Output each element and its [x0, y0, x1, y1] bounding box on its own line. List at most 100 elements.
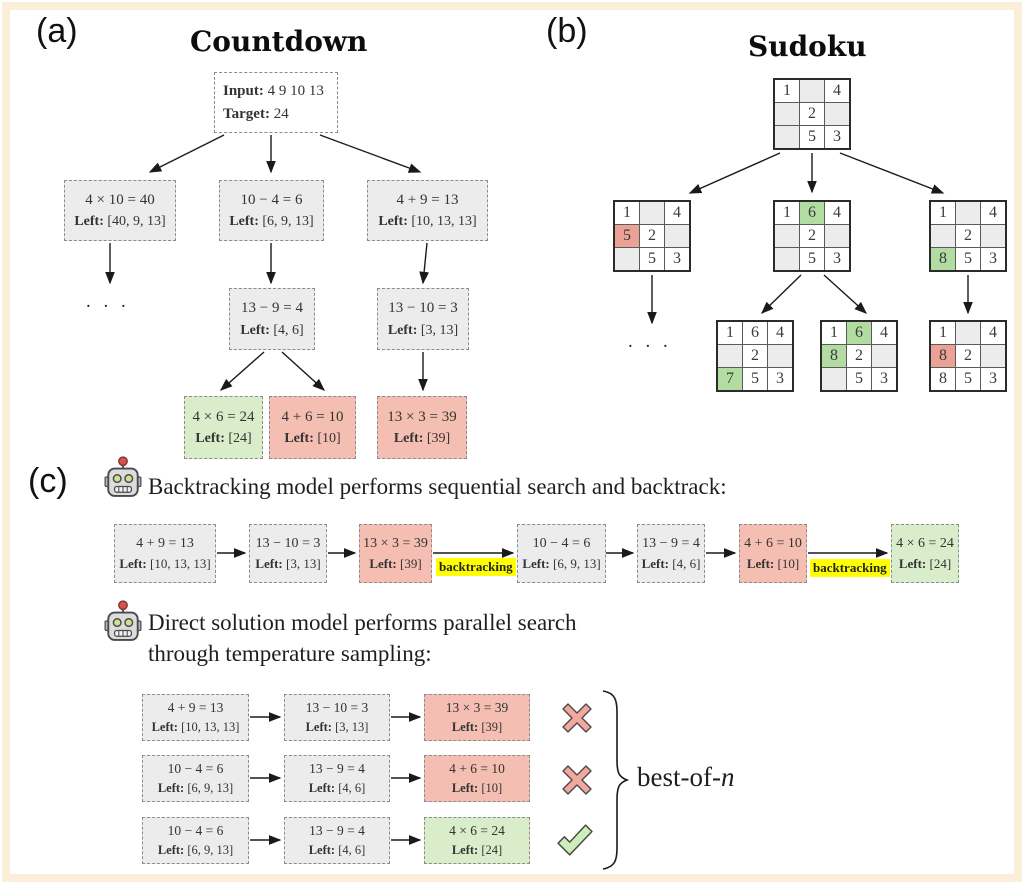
- left-value: [3, 13]: [335, 720, 369, 735]
- sudoku-cell: 4: [768, 322, 792, 344]
- sample-step: 13 − 10 = 3 Left: [3, 13]: [284, 694, 390, 741]
- sudoku-cell: 1: [822, 322, 846, 344]
- node-left-line: Left: [24]: [452, 841, 502, 860]
- node-equation: 4 + 6 = 10: [744, 536, 802, 552]
- node-equation: 4 + 9 = 13: [136, 536, 194, 552]
- node-equation: 4 × 6 = 24: [192, 408, 255, 425]
- left-label: Left:: [746, 556, 775, 572]
- node-left-line: Left: [24]: [899, 554, 951, 574]
- left-label: Left:: [387, 322, 418, 338]
- node-left-line: Left: [6, 9, 13]: [158, 779, 233, 798]
- node-left-line: Left: [24]: [195, 428, 251, 449]
- sudoku-cell: [775, 126, 799, 148]
- sudoku-cell: 3: [825, 248, 849, 270]
- sudoku-cell: 1: [615, 202, 639, 224]
- sudoku-cell: [640, 202, 664, 224]
- arrow: [839, 152, 945, 194]
- sudoku-cell: 1: [775, 202, 799, 224]
- sudoku-cell: 2: [800, 103, 824, 125]
- left-label: Left:: [369, 556, 397, 572]
- node-left-line: Left: [3, 13]: [255, 554, 320, 574]
- sudoku-cell: 5: [956, 368, 980, 390]
- sudoku-cell: 3: [665, 248, 689, 270]
- left-value: [40, 9, 13]: [107, 214, 166, 230]
- robot-icon: [104, 456, 142, 497]
- left-label: Left:: [157, 843, 185, 858]
- node-left-line: Left: [4, 6]: [309, 841, 366, 860]
- node-equation: 10 − 4 = 6: [532, 536, 591, 552]
- left-label: Left:: [522, 556, 550, 572]
- direct-heading-line1: Direct solution model performs parallel …: [148, 610, 577, 635]
- sudoku-cell: 1: [775, 80, 799, 102]
- sudoku-cell: 5: [640, 248, 664, 270]
- direct-heading-line2: through temperature sampling:: [148, 641, 432, 666]
- left-value: [24]: [929, 556, 952, 572]
- brace: [602, 690, 630, 870]
- left-value: [10]: [777, 556, 800, 572]
- sudoku-cell: [931, 225, 955, 247]
- countdown-root-node: Input: 4 9 10 13 Target: 24: [214, 72, 338, 133]
- left-label: Left:: [451, 843, 479, 858]
- left-value: [4, 6]: [273, 322, 304, 338]
- node-equation: 13 − 10 = 3: [305, 700, 369, 715]
- sudoku-cell: 4: [665, 202, 689, 224]
- sudoku-cell: 1: [718, 322, 742, 344]
- left-value: [10]: [481, 781, 503, 796]
- chain-step-success: 4 × 6 = 24 Left: [24]: [891, 524, 959, 583]
- left-label: Left:: [255, 556, 283, 572]
- arrow: [281, 351, 326, 391]
- sudoku-title: Sudoku: [748, 30, 867, 63]
- node-equation: 10 − 4 = 6: [167, 823, 224, 838]
- node-left-line: Left: [39]: [369, 554, 421, 574]
- countdown-node: 4 + 9 = 13 Left: [10, 13, 13]: [367, 180, 488, 241]
- sudoku-cell: [956, 322, 980, 344]
- node-left-line: Left: [6, 9, 13]: [229, 211, 313, 232]
- sudoku-cell: 2: [956, 225, 980, 247]
- sudoku-cell: [981, 345, 1005, 367]
- node-left-line: Left: [6, 9, 13]: [522, 554, 600, 574]
- sample-step-fail: 13 × 3 = 39 Left: [39]: [424, 694, 530, 741]
- sudoku-cell: [825, 225, 849, 247]
- left-label: Left:: [195, 431, 225, 447]
- node-left-line: Left: [39]: [394, 428, 450, 449]
- node-equation: 4 × 10 = 40: [85, 191, 155, 208]
- left-label: Left:: [284, 431, 314, 447]
- left-value: [39]: [481, 720, 503, 735]
- node-left-line: Left: [3, 13]: [306, 718, 369, 737]
- node-left-line: Left: [10]: [284, 428, 340, 449]
- sample-step-success: 4 × 6 = 24 Left: [24]: [424, 817, 530, 864]
- arrow: [760, 274, 802, 314]
- ellipsis: . . .: [628, 331, 672, 352]
- left-value: [6, 9, 13]: [187, 781, 234, 796]
- sample-step: 10 − 4 = 6 Left: [6, 9, 13]: [142, 755, 249, 802]
- sudoku-cell: [775, 248, 799, 270]
- chain-step-fail: 4 + 6 = 10 Left: [10]: [739, 524, 807, 583]
- sudoku-cell: [981, 225, 1005, 247]
- sudoku-cell: 5: [615, 225, 639, 247]
- left-label: Left:: [157, 781, 185, 796]
- node-equation: 10 − 4 = 6: [167, 761, 224, 776]
- sudoku-cell: [615, 248, 639, 270]
- sudoku-cell: 6: [743, 322, 767, 344]
- left-label: Left:: [119, 556, 147, 572]
- countdown-node: 10 − 4 = 6 Left: [6, 9, 13]: [219, 180, 324, 241]
- node-equation: 4 + 6 = 10: [449, 761, 505, 776]
- left-label: Left:: [308, 843, 336, 858]
- left-label: Left:: [240, 322, 270, 338]
- sudoku-cell: [768, 345, 792, 367]
- sudoku-cell: [775, 225, 799, 247]
- left-label: Left:: [74, 214, 104, 230]
- sudoku-cell: 5: [800, 126, 824, 148]
- sudoku-cell: 2: [847, 345, 871, 367]
- arrow: [319, 134, 422, 173]
- sudoku-cell: 7: [718, 368, 742, 390]
- sudoku-cell: 4: [825, 80, 849, 102]
- sudoku-cell: 8: [931, 248, 955, 270]
- sudoku-cell: 2: [800, 225, 824, 247]
- target-value: 24: [273, 105, 289, 122]
- sudoku-cell: [872, 345, 896, 367]
- node-left-line: Left: [39]: [452, 718, 502, 737]
- arrow: [419, 242, 429, 285]
